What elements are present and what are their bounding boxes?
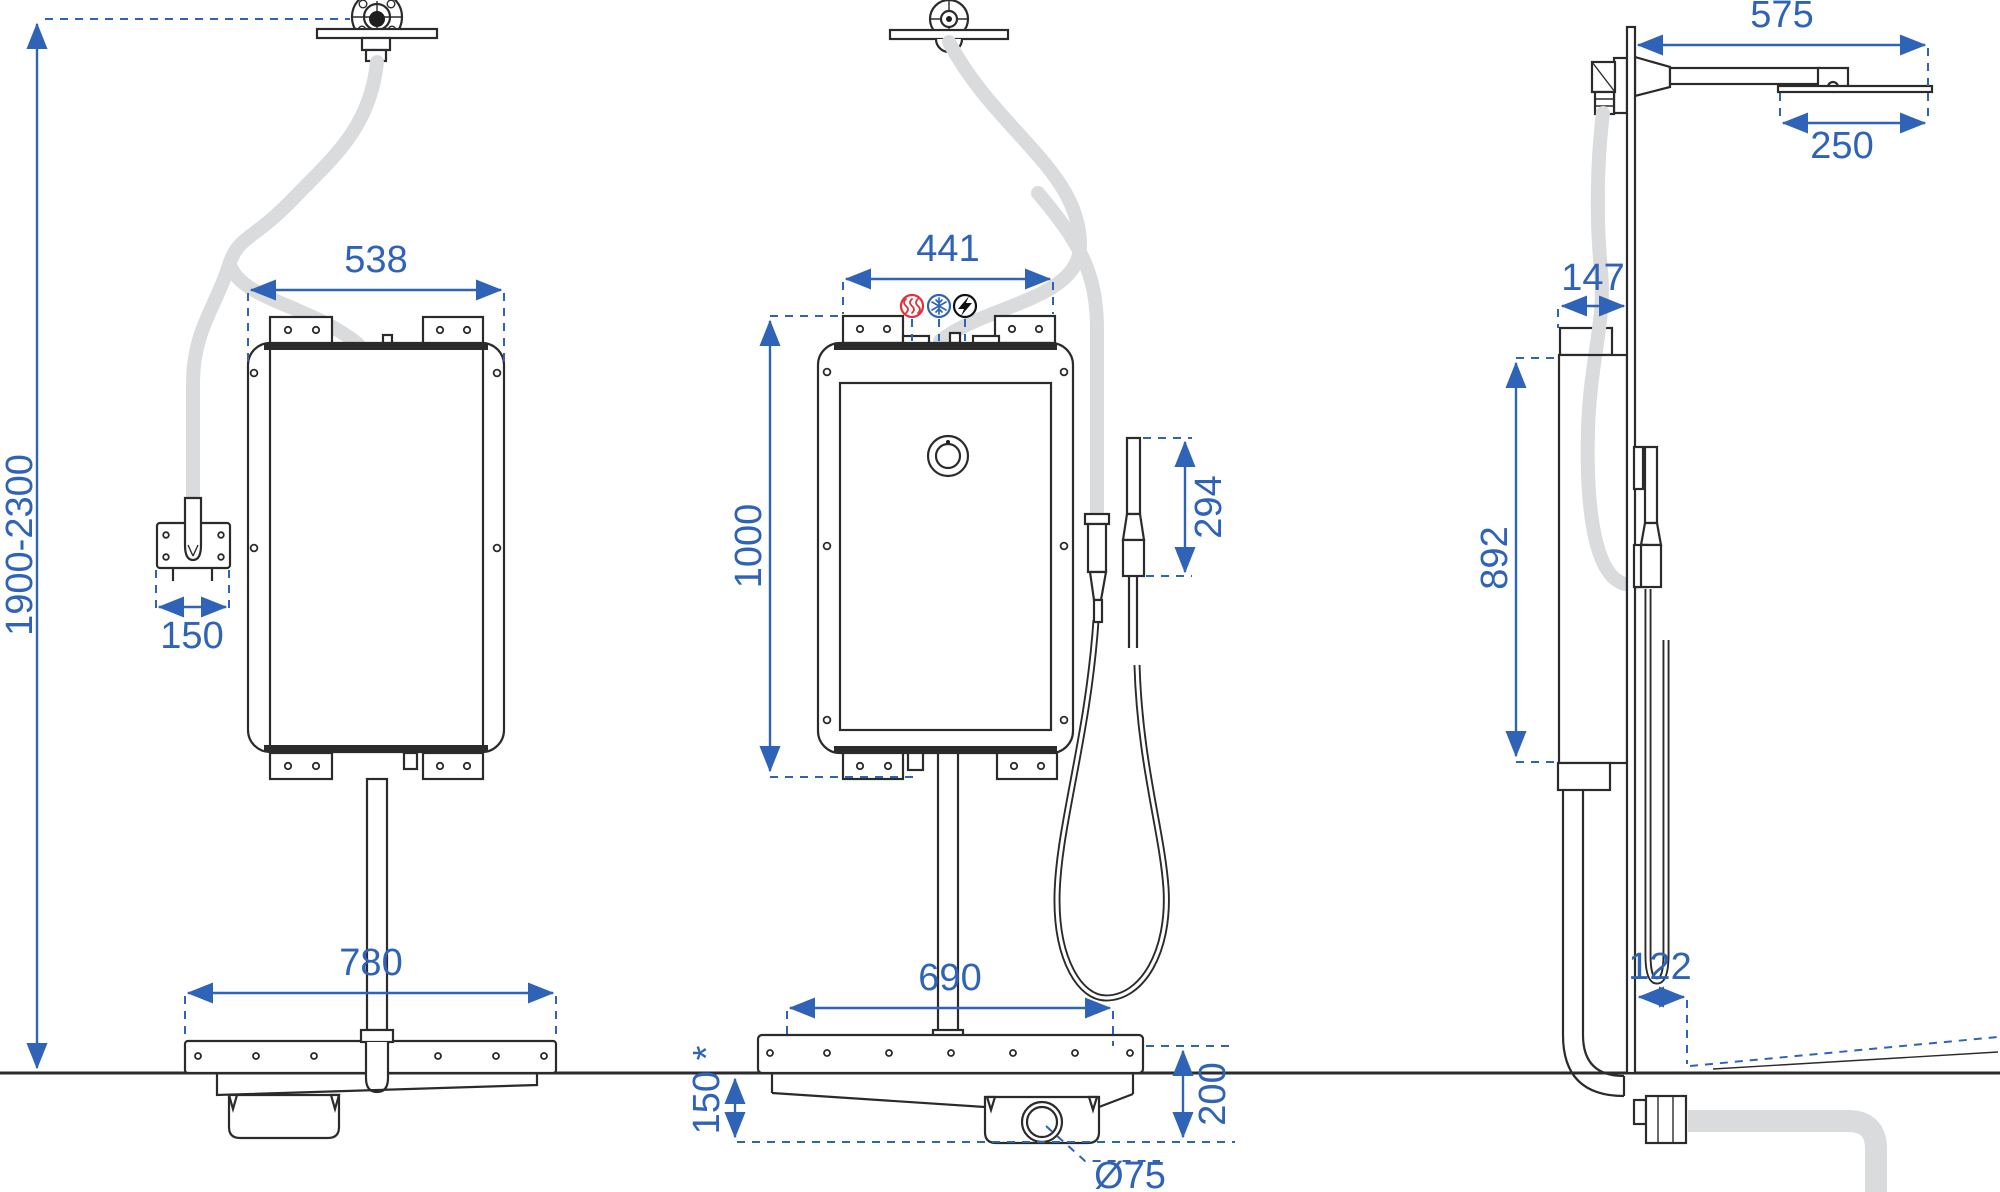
head-plate-edge — [315, 27, 439, 40]
mounting-bracket — [421, 751, 485, 781]
mounting-bracket — [421, 315, 485, 346]
floor-base — [183, 1028, 558, 1140]
holder-width-label: 150 — [160, 615, 223, 657]
floor-slope-dashed-line — [1689, 1036, 1999, 1067]
head-plate — [1776, 84, 1934, 94]
unit-width-label: 538 — [344, 239, 407, 281]
left-view: 1900-2300 538 150 780 — [0, 0, 558, 1140]
lightning-bolt-icon — [952, 293, 978, 319]
mounting-bracket — [268, 315, 334, 346]
internal-hose — [1580, 106, 1652, 592]
unit-height-label: 892 — [1474, 526, 1516, 589]
side-view: 575 250 147 892 122 — [1474, 0, 1999, 1192]
head-elbow — [369, 11, 385, 27]
unit-body — [246, 315, 506, 1032]
hand-shower-cap — [1083, 512, 1111, 526]
head-width-label: 250 — [1810, 125, 1873, 167]
front-view-dimensions: 441 1000 294 690 150 * 200 Ø75 — [686, 228, 1235, 1192]
drain-offset-label: 122 — [1628, 946, 1691, 988]
drain-trap — [227, 1093, 341, 1140]
hand-shower-length-label: 294 — [1188, 475, 1230, 538]
mounting-bracket — [841, 314, 905, 345]
heat-waves-icon — [899, 293, 925, 319]
mounting-bracket — [841, 751, 905, 781]
floor-base — [756, 1033, 1145, 1145]
drain-side — [1556, 761, 1887, 1192]
control-knob — [926, 434, 970, 478]
hand-shower-wall-holder — [155, 496, 232, 581]
mounting-bracket — [993, 314, 1057, 345]
pipe-end — [364, 1042, 390, 1094]
unit-height-label: 1000 — [728, 504, 770, 589]
mounting-bracket — [268, 751, 334, 781]
utility-icons — [899, 293, 978, 341]
floor-slope-line — [1712, 1051, 1999, 1070]
base-width-label: 690 — [918, 957, 981, 999]
unit-body — [816, 314, 1075, 1044]
below-floor-tray — [215, 1074, 539, 1097]
base-width-label: 780 — [339, 942, 402, 984]
supply-hose — [186, 55, 384, 507]
side-view-dimensions: 575 250 147 892 122 — [1474, 0, 1999, 1067]
unit-depth-label: 147 — [1561, 257, 1624, 299]
drain-diameter-label: Ø75 — [1094, 1155, 1166, 1192]
arm-length-label: 575 — [1750, 0, 1813, 36]
snowflake-icon — [926, 293, 952, 319]
left-view-dimensions: 1900-2300 538 150 780 — [0, 18, 557, 1070]
overall-height-label: 1900-2300 — [0, 454, 41, 636]
housing — [246, 341, 506, 754]
hand-shower-side — [1632, 445, 1670, 985]
arm-tube — [1668, 66, 1822, 86]
front-panel — [838, 381, 1053, 732]
drain-hose — [1688, 1110, 1887, 1192]
drain-elbow — [1561, 790, 1626, 1098]
hand-shower-body — [1086, 522, 1108, 574]
mounting-bracket — [995, 751, 1059, 781]
drain-depth-label: 200 — [1192, 1062, 1234, 1125]
housing — [816, 341, 1075, 755]
hand-shower-in-holder — [183, 496, 203, 562]
hand-shower-ghost — [1121, 436, 1146, 648]
below-floor-depth-label: 150 * — [686, 1045, 728, 1134]
front-view: 441 1000 294 690 150 * 200 Ø75 — [686, 0, 1235, 1192]
connections-width-label: 441 — [916, 228, 979, 270]
supply-hose — [933, 35, 1104, 525]
